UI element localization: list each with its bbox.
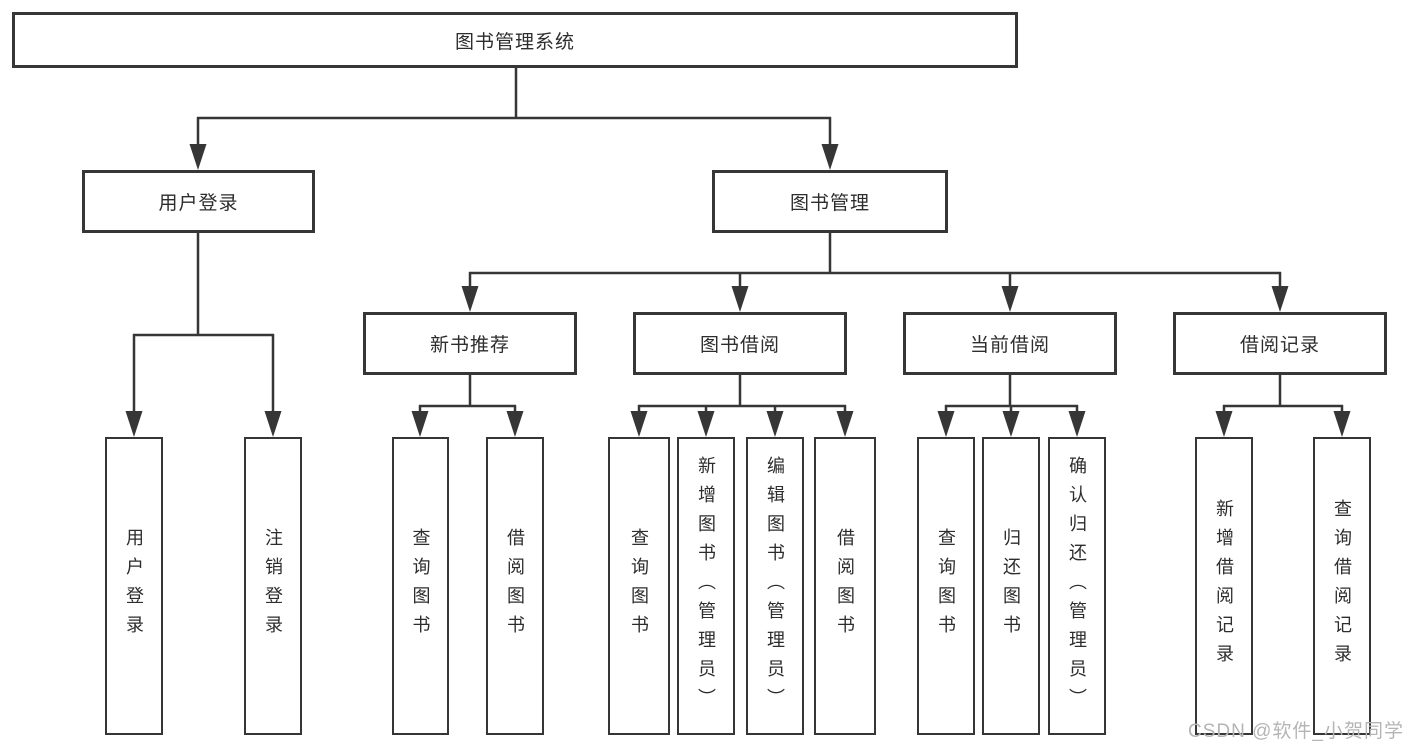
node-book-borrowing: 图书借阅 (633, 312, 847, 375)
csdn-watermark: CSDN @软件_小贺同学 (1188, 721, 1404, 742)
leaf-current-confirm-return-admin-label: 确认归还（管理员） (1067, 455, 1087, 717)
leaf-logout-label: 注销登录 (263, 528, 283, 644)
leaf-borrowing-add-books-admin-label: 新增图书（管理员） (696, 455, 716, 717)
leaf-records-query-record-label: 查询借阅记录 (1332, 499, 1352, 673)
leaf-borrowing-edit-books-admin-label: 编辑图书（管理员） (765, 455, 785, 717)
leaf-logout: 注销登录 (244, 437, 302, 735)
leaf-borrowing-borrow-books: 借阅图书 (814, 437, 876, 735)
leaf-records-add-record-label: 新增借阅记录 (1214, 499, 1234, 673)
leaf-current-return-books-label: 归还图书 (1001, 528, 1021, 644)
node-borrowing-records: 借阅记录 (1173, 312, 1387, 375)
leaf-newbook-query-books: 查询图书 (392, 437, 449, 735)
leaf-records-add-record: 新增借阅记录 (1195, 437, 1253, 735)
leaf-newbook-borrow-books-label: 借阅图书 (505, 528, 525, 644)
node-library-management-system: 图书管理系统 (12, 12, 1018, 68)
leaf-current-query-books-label: 查询图书 (936, 528, 956, 644)
node-book-management: 图书管理 (712, 170, 948, 233)
leaf-borrowing-edit-books-admin: 编辑图书（管理员） (746, 437, 804, 735)
leaf-newbook-borrow-books: 借阅图书 (486, 437, 544, 735)
leaf-newbook-query-books-label: 查询图书 (410, 528, 431, 644)
leaf-user-login: 用户登录 (105, 437, 163, 735)
leaf-records-query-record: 查询借阅记录 (1313, 437, 1371, 735)
leaf-borrowing-add-books-admin: 新增图书（管理员） (677, 437, 735, 735)
node-new-book-recommend: 新书推荐 (363, 312, 577, 375)
leaf-current-return-books: 归还图书 (982, 437, 1040, 735)
leaf-user-login-label: 用户登录 (124, 528, 144, 644)
leaf-borrowing-query-books: 查询图书 (608, 437, 670, 735)
leaf-current-query-books: 查询图书 (917, 437, 975, 735)
node-user-login: 用户登录 (82, 170, 315, 233)
leaf-current-confirm-return-admin: 确认归还（管理员） (1048, 437, 1106, 735)
leaf-borrowing-borrow-books-label: 借阅图书 (835, 528, 855, 644)
node-current-borrowing: 当前借阅 (903, 312, 1117, 375)
leaf-borrowing-query-books-label: 查询图书 (629, 528, 649, 644)
